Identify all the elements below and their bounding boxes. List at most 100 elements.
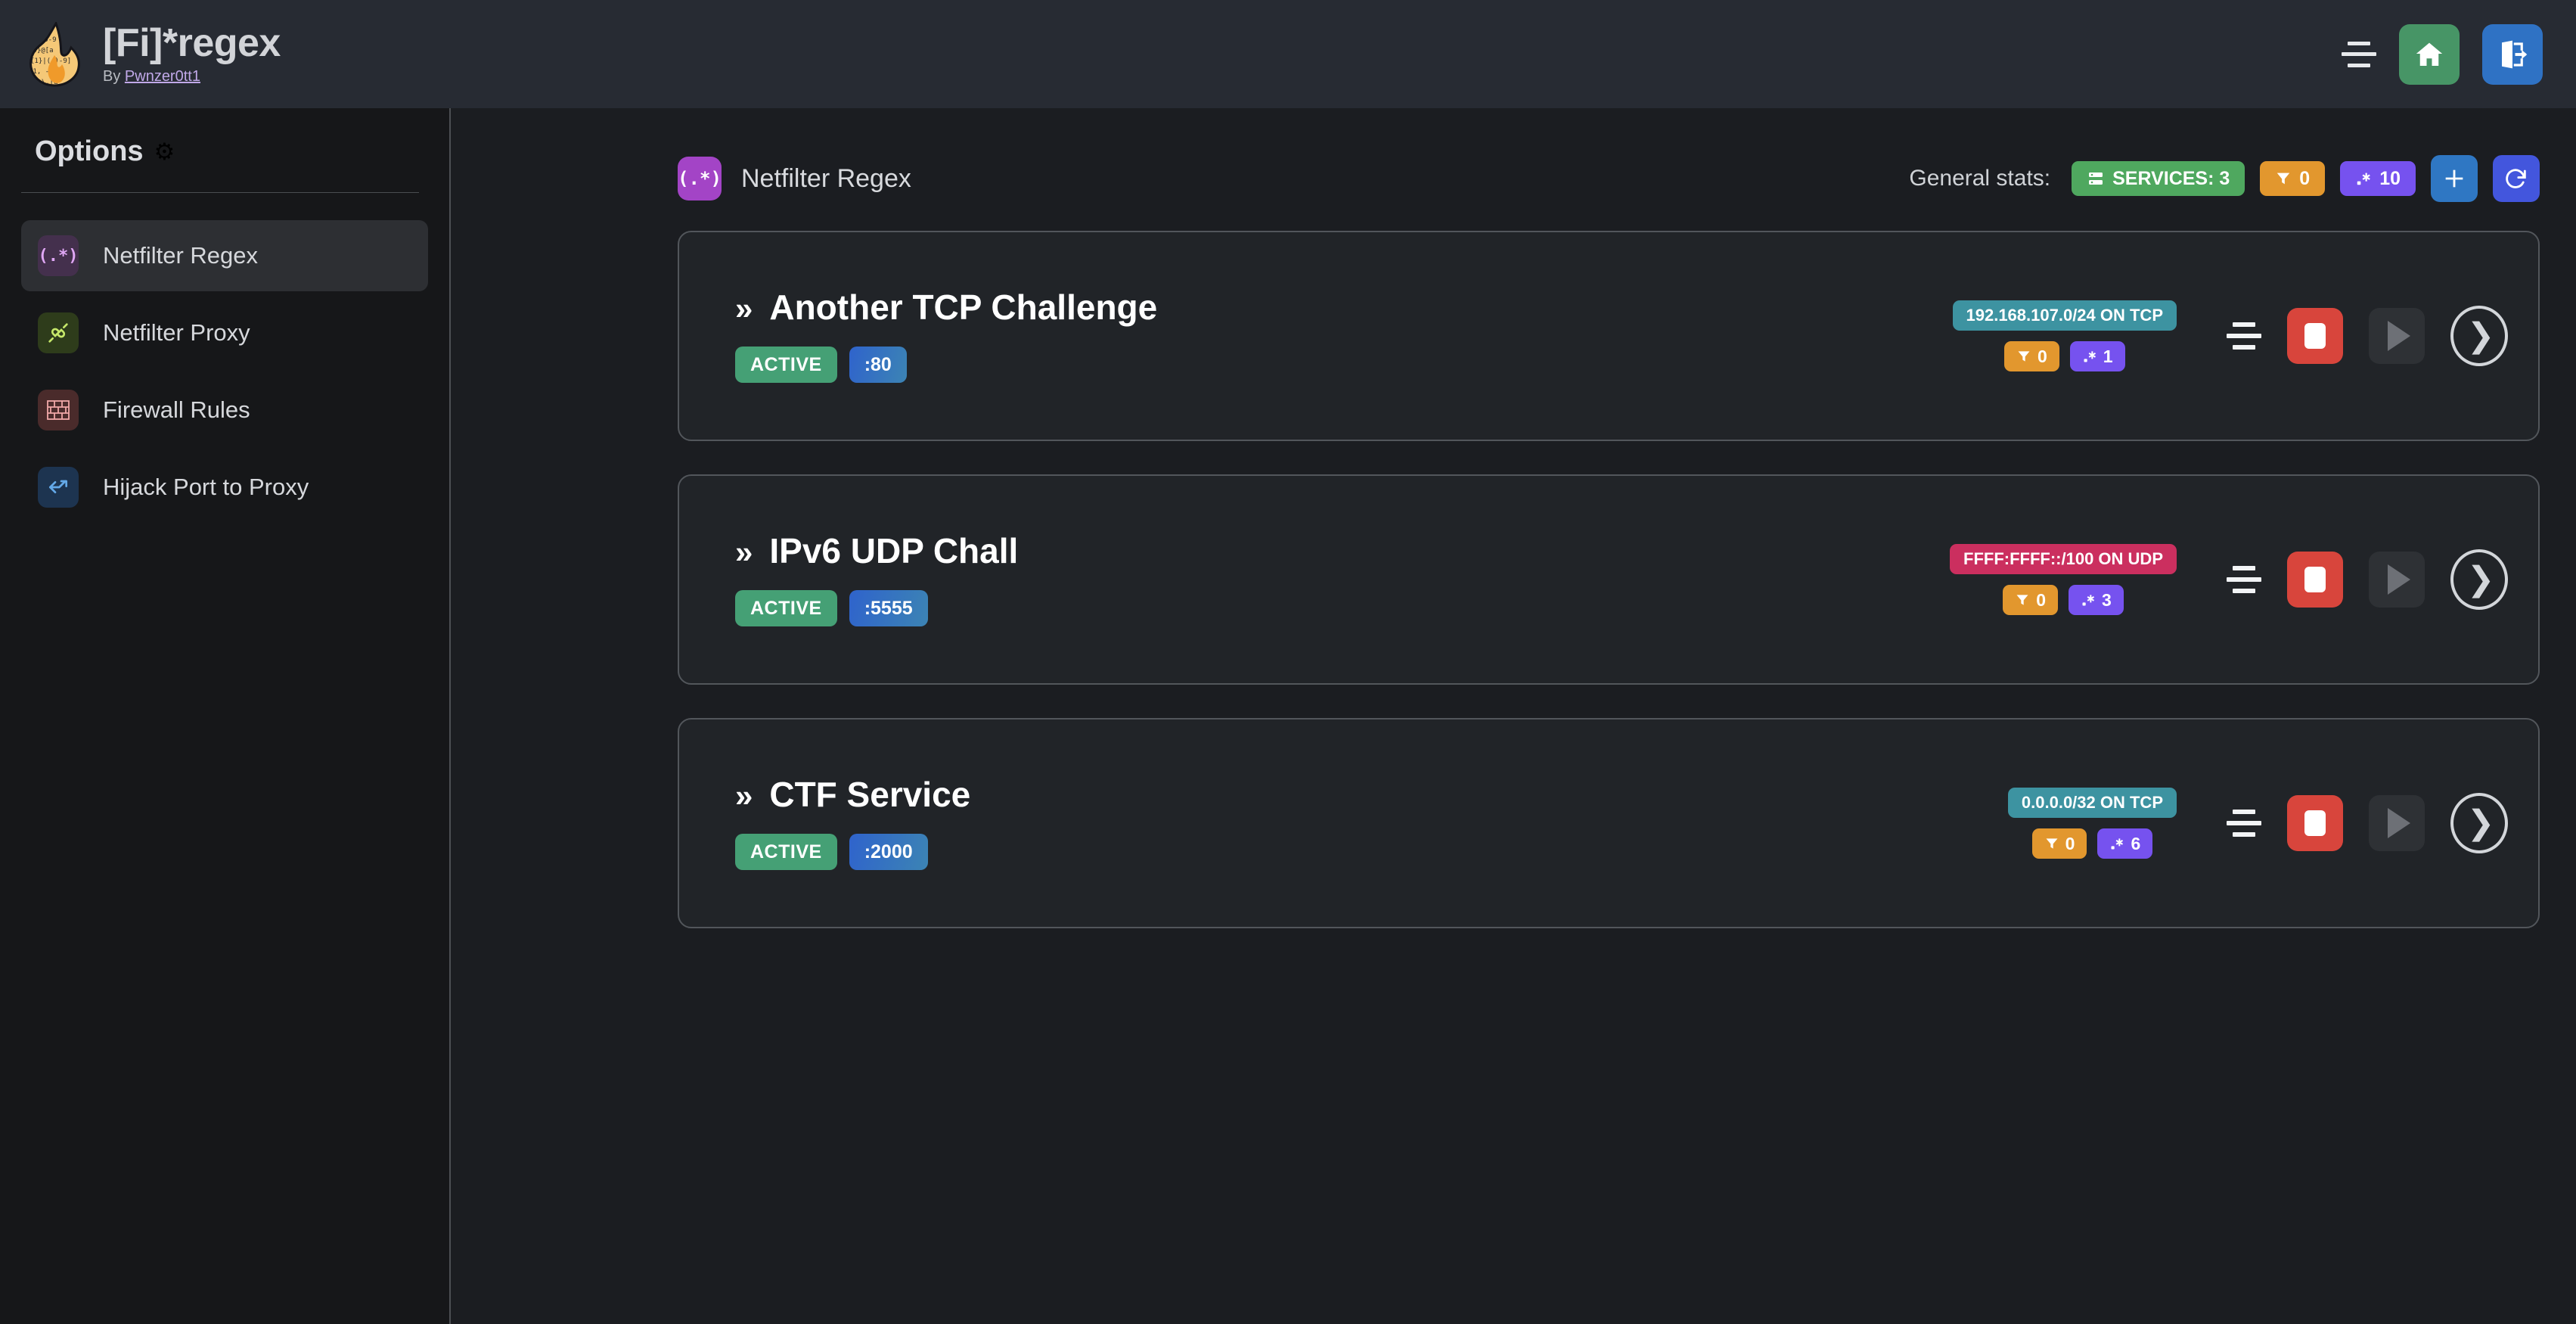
list-line	[2233, 832, 2255, 837]
stat-services-label: SERVICES: 3	[2112, 167, 2230, 189]
brand: z-Z0-9 20}@[a {1}|(.)-9] {1, -z] ]+\.[a …	[27, 20, 281, 87]
port-badge: :80	[849, 347, 907, 384]
stat-services-badge[interactable]: SERVICES: 3	[2072, 161, 2245, 196]
play-button[interactable]	[2369, 308, 2425, 364]
service-name: IPv6 UDP Chall	[769, 530, 1019, 570]
stat-filters-value: 0	[2299, 167, 2311, 189]
home-icon	[2416, 42, 2443, 66]
list-icon[interactable]	[2227, 566, 2261, 593]
service-counters: 0 3	[2003, 585, 2124, 615]
svg-text:20}@[a: 20}@[a	[29, 47, 54, 54]
general-stats: General stats: SERVICES: 3 0	[1909, 155, 2540, 202]
hamburger-line	[2348, 63, 2370, 67]
list-line	[2227, 577, 2261, 582]
status-badge: ACTIVE	[735, 347, 837, 384]
hamburger-icon[interactable]	[2342, 41, 2376, 67]
list-line	[2233, 345, 2255, 350]
stop-icon	[2304, 323, 2326, 349]
refresh-icon	[2506, 169, 2526, 188]
service-card[interactable]: » IPv6 UDP Chall ACTIVE :5555 FFFF:FFFF:…	[678, 474, 2540, 685]
service-filters-badge[interactable]: 0	[2031, 828, 2087, 859]
sidebar-item-label: Netfilter Proxy	[103, 319, 250, 346]
svg-text:]+\.[a: ]+\.[a	[33, 79, 58, 86]
service-name: Another TCP Challenge	[769, 287, 1158, 327]
service-info: » Another TCP Challenge ACTIVE :80	[735, 287, 1158, 384]
service-title-row: » Another TCP Challenge	[735, 287, 1158, 327]
stop-button[interactable]	[2287, 795, 2343, 851]
route-fork-icon	[38, 467, 79, 508]
regex-icon: (.*)	[38, 235, 79, 276]
open-service-button[interactable]: ❯	[2450, 306, 2508, 366]
plug-icon	[38, 312, 79, 353]
flame-regex-logo: z-Z0-9 20}@[a {1}|(.)-9] {1, -z] ]+\.[a	[27, 20, 82, 87]
service-controls: 192.168.107.0/24 ON TCP 0 1	[1952, 300, 2508, 371]
service-regexes-badge[interactable]: 6	[2097, 828, 2153, 859]
service-title-row: » IPv6 UDP Chall	[735, 530, 1019, 570]
regex-small-icon	[2082, 595, 2095, 606]
list-line	[2233, 566, 2255, 570]
list-line	[2227, 334, 2261, 338]
sidebar-item-hijack-port-to-proxy[interactable]: Hijack Port to Proxy	[21, 452, 428, 523]
gear-icon: ⚙	[154, 138, 175, 165]
refresh-button[interactable]	[2493, 155, 2540, 202]
home-button[interactable]	[2399, 23, 2460, 85]
service-regexes-value: 3	[2102, 589, 2112, 610]
list-icon[interactable]	[2227, 322, 2261, 350]
stat-regexes-value: 10	[2379, 167, 2401, 189]
play-button[interactable]	[2369, 795, 2425, 851]
service-action-buttons: ❯	[2227, 549, 2508, 610]
open-service-button[interactable]: ❯	[2450, 549, 2508, 610]
service-filters-badge[interactable]: 0	[2003, 585, 2058, 615]
stop-icon	[2304, 567, 2326, 592]
status-badge: ACTIVE	[735, 834, 837, 871]
stop-icon	[2304, 810, 2326, 836]
status-badge: ACTIVE	[735, 590, 837, 627]
filter-icon	[2277, 172, 2290, 185]
play-icon	[2388, 808, 2410, 838]
logout-button[interactable]	[2482, 23, 2543, 85]
play-icon	[2388, 321, 2410, 351]
double-chevron-icon: »	[735, 290, 753, 326]
stop-button[interactable]	[2287, 308, 2343, 364]
service-filters-value: 0	[2037, 346, 2047, 366]
filter-icon	[2018, 351, 2030, 362]
service-badges: 192.168.107.0/24 ON TCP 0 1	[1952, 300, 2177, 371]
service-info: » CTF Service ACTIVE :2000	[735, 776, 970, 871]
service-card[interactable]: » Another TCP Challenge ACTIVE :80 192.1…	[678, 231, 2540, 441]
list-icon[interactable]	[2227, 810, 2261, 837]
service-regexes-badge[interactable]: 1	[2069, 341, 2125, 371]
service-filters-value: 0	[2065, 833, 2075, 853]
sidebar-item-netfilter-regex[interactable]: (.*) Netfilter Regex	[21, 220, 428, 291]
service-filters-badge[interactable]: 0	[2003, 341, 2059, 371]
service-action-buttons: ❯	[2227, 793, 2508, 853]
service-tags: ACTIVE :5555	[735, 590, 1018, 627]
service-controls: 0.0.0.0/32 ON TCP 0 6	[2007, 788, 2508, 859]
hamburger-line	[2342, 52, 2376, 56]
play-icon	[2388, 564, 2410, 595]
app-header: z-Z0-9 20}@[a {1}|(.)-9] {1, -z] ]+\.[a …	[0, 0, 2576, 108]
service-badges: 0.0.0.0/32 ON TCP 0 6	[2007, 788, 2177, 859]
stat-regexes-badge[interactable]: 10	[2340, 161, 2416, 196]
list-line	[2227, 821, 2261, 825]
sidebar-item-label: Netfilter Regex	[103, 242, 259, 269]
brand-text: [Fi]*regex By Pwnzer0tt1	[103, 23, 281, 86]
service-regexes-badge[interactable]: 3	[2069, 585, 2124, 615]
sidebar-item-firewall-rules[interactable]: Firewall Rules	[21, 375, 428, 446]
service-tags: ACTIVE :2000	[735, 834, 970, 871]
open-service-button[interactable]: ❯	[2450, 793, 2508, 853]
service-filters-value: 0	[2036, 589, 2046, 610]
add-service-button[interactable]	[2431, 155, 2478, 202]
service-tags: ACTIVE :80	[735, 347, 1157, 384]
server-icon	[2089, 172, 2103, 185]
author-link[interactable]: Pwnzer0tt1	[124, 68, 200, 85]
general-stats-label: General stats:	[1909, 166, 2051, 191]
double-chevron-icon: »	[735, 533, 753, 570]
service-card[interactable]: » CTF Service ACTIVE :2000 0.0.0.0/32 ON…	[678, 718, 2540, 928]
service-counters: 0 1	[2003, 341, 2125, 371]
app-author-line: By Pwnzer0tt1	[103, 68, 281, 85]
sidebar-item-label: Hijack Port to Proxy	[103, 474, 309, 500]
stop-button[interactable]	[2287, 552, 2343, 608]
play-button[interactable]	[2369, 552, 2425, 608]
stat-filters-badge[interactable]: 0	[2260, 161, 2326, 196]
sidebar-item-netfilter-proxy[interactable]: Netfilter Proxy	[21, 297, 428, 368]
